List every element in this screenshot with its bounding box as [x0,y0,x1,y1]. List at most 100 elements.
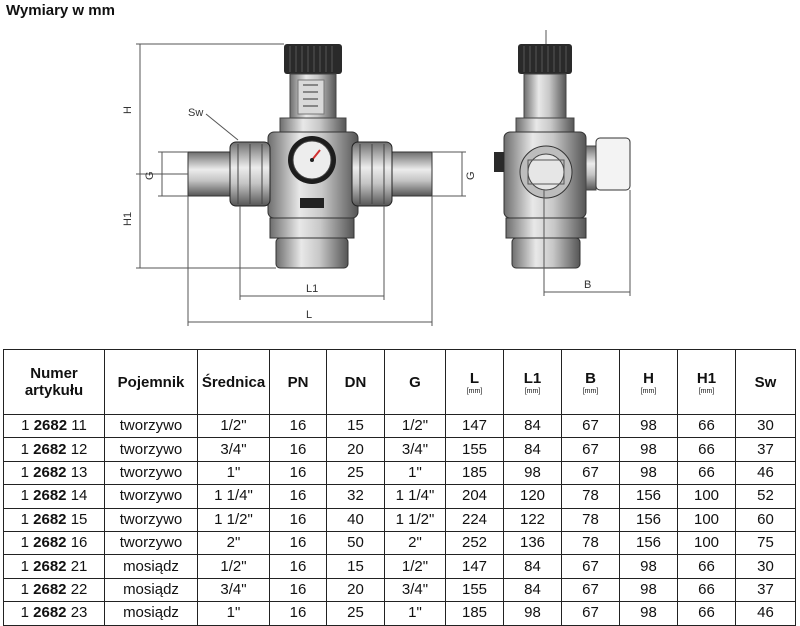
cell-g: 1 1/4" [384,484,446,509]
article-number-part: 2682 [33,417,68,435]
cell-l1: 84 [503,413,562,439]
article-number-part: 2682 [33,510,67,528]
cell-diameter: 1/2" [197,554,270,579]
column-header: DN [326,349,385,415]
cell-sw: 37 [735,437,796,462]
cell-article-number: 1 2682 13 [3,460,105,486]
cell-pn: 16 [269,460,327,486]
article-number-part: 14 [70,487,88,505]
cell-material: mosiądz [104,601,198,626]
cell-h1: 66 [677,460,736,486]
column-header-label: B [585,369,596,387]
cell-pn: 16 [269,577,327,603]
article-number-part: 13 [70,463,88,481]
column-header: PN [269,349,327,415]
cell-l: 155 [445,437,504,462]
cell-h: 98 [619,460,678,486]
cell-l: 224 [445,507,504,532]
cell-pn: 16 [269,601,327,626]
article-number-part: 1 [20,580,29,598]
cell-g: 3/4" [384,577,446,603]
cell-material: tworzywo [104,530,198,556]
cell-article-number: 1 2682 15 [3,507,105,532]
cell-diameter: 1 1/4" [197,484,270,509]
cell-h1: 66 [677,577,736,603]
article-number-part: 1 [20,557,29,575]
article-number-part: 15 [70,510,88,528]
cell-l: 185 [445,601,504,626]
dim-l1-label: L1 [306,283,318,295]
cell-l: 185 [445,460,504,486]
column-header-unit: [mm] [640,387,657,395]
dim-l-label: L [306,309,312,321]
column-header: L[mm] [445,349,504,415]
cell-h1: 66 [677,437,736,462]
cell-l: 147 [445,413,504,439]
cell-h: 156 [619,484,678,509]
cell-b: 78 [561,484,620,509]
cell-material: mosiądz [104,577,198,603]
column-header: H1[mm] [677,349,736,415]
cell-sw: 52 [735,484,796,509]
cell-h1: 100 [677,484,736,509]
cell-b: 67 [561,601,620,626]
cell-article-number: 1 2682 11 [3,413,105,439]
article-number-part: 2682 [33,557,67,575]
cell-dn: 25 [326,601,385,626]
article-number-part: 2682 [33,463,67,481]
cell-dn: 20 [326,577,385,603]
cell-dn: 20 [326,437,385,462]
cell-article-number: 1 2682 22 [3,577,105,603]
cell-diameter: 1/2" [197,413,270,439]
cell-b: 67 [561,554,620,579]
cell-article-number: 1 2682 16 [3,530,105,556]
cell-diameter: 1" [197,460,270,486]
cell-l: 204 [445,484,504,509]
column-header: Pojemnik [104,349,198,415]
cell-sw: 75 [735,530,796,556]
cell-dn: 25 [326,460,385,486]
article-number-part: 2682 [33,580,67,598]
cell-h: 98 [619,413,678,439]
column-header-label: H1 [696,369,717,387]
column-header: B[mm] [561,349,620,415]
column-header-label: H [643,369,654,387]
article-number-part: 2682 [33,534,67,552]
cell-b: 67 [561,577,620,603]
cell-g: 1" [384,601,446,626]
cell-h: 98 [619,577,678,603]
cell-pn: 16 [269,530,327,556]
article-number-part: 2682 [33,440,67,458]
cell-l1: 120 [503,484,562,509]
cell-pn: 16 [269,437,327,462]
dim-sw-label: Sw [188,107,203,119]
article-number-part: 2682 [33,487,67,505]
cell-g: 1/2" [384,413,446,439]
cell-g: 2" [384,530,446,556]
cell-sw: 60 [735,507,796,532]
cell-article-number: 1 2682 14 [3,484,105,509]
column-header-unit: [mm] [698,387,715,395]
column-header: H[mm] [619,349,678,415]
dim-h-label: H [122,106,134,114]
cell-g: 3/4" [384,437,446,462]
column-header: L1[mm] [503,349,562,415]
cell-dn: 15 [326,413,385,439]
cell-material: tworzywo [104,484,198,509]
cell-b: 67 [561,413,620,439]
cell-b: 67 [561,460,620,486]
cell-l: 252 [445,530,504,556]
cell-l1: 84 [503,554,562,579]
column-header-unit: [mm] [582,387,599,395]
cell-l1: 98 [503,460,562,486]
side-dimension-lines [543,30,631,296]
article-number-part: 1 [20,534,29,552]
cell-article-number: 1 2682 23 [3,601,105,626]
cell-b: 78 [561,507,620,532]
